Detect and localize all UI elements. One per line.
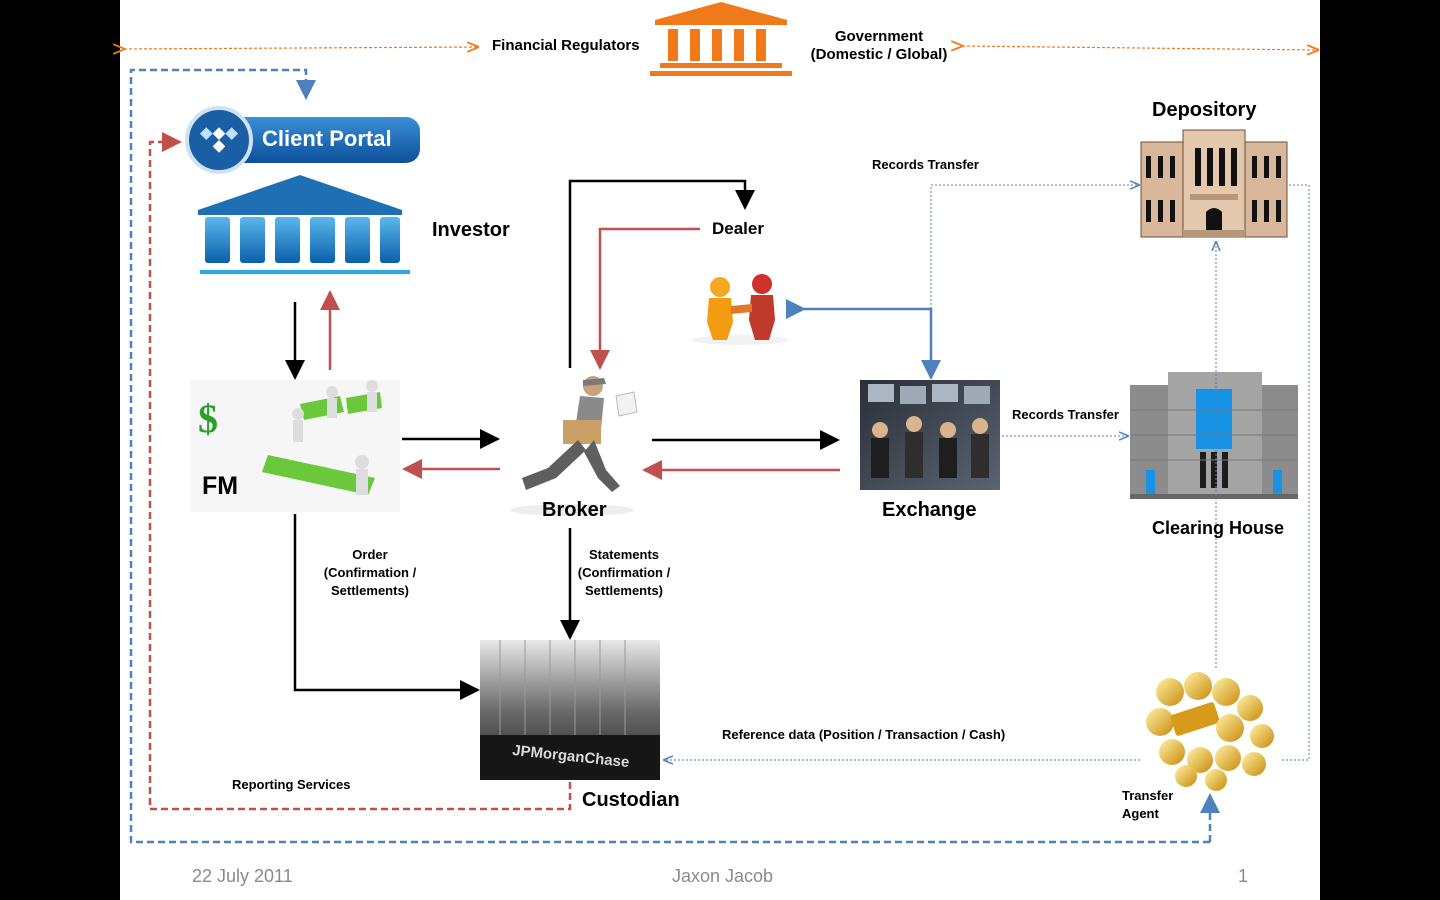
exchange-label: Exchange [882, 499, 977, 521]
footer-date: 22 July 2011 [192, 866, 293, 886]
svg-text:$: $ [198, 396, 218, 441]
statements-line-1: Statements [588, 547, 660, 562]
broker-label: Broker [542, 499, 607, 521]
transfer-agent-line-1: Transfer [1122, 788, 1174, 803]
transfer-agent-label: Transfer Agent [1122, 787, 1173, 823]
records-transfer-top-label: Records Transfer [872, 157, 979, 172]
government-line-2: (Domestic / Global) [810, 46, 948, 63]
statements-edge-label: Statements (Confirmation / Settlements) [564, 546, 684, 600]
exchange-trading-floor-image [860, 380, 1000, 490]
broker-courier-image [510, 376, 638, 516]
financial-regulators-label: Financial Regulators [492, 37, 640, 54]
government-building-icon [650, 2, 792, 76]
fm-label: FM [202, 472, 239, 500]
custodian-label: Custodian [582, 789, 680, 811]
line-depository-to-agent [1282, 184, 1310, 761]
client-portal-label[interactable]: Client Portal [262, 126, 392, 151]
checker-logo-icon [199, 127, 239, 153]
government-label: Government (Domestic / Global) [808, 28, 950, 64]
custodian-tower-image [480, 640, 660, 780]
depository-building-icon [1140, 129, 1288, 238]
order-line-1: Order [352, 547, 388, 562]
regulator-arrow-left [124, 47, 478, 49]
client-portal-badge[interactable] [185, 106, 420, 174]
fm-puzzle-team-image: $ [190, 380, 400, 512]
order-edge-label: Order (Confirmation / Settlements) [310, 546, 430, 600]
dealer-label: Dealer [712, 219, 764, 238]
order-line-2: (Confirmation / [323, 565, 417, 580]
transfer-agent-line-2: Agent [1122, 806, 1159, 821]
investor-building-icon [198, 175, 410, 274]
government-line-1: Government [834, 28, 924, 45]
arrow-exchange-dealer [786, 299, 941, 380]
footer-author: Jaxon Jacob [672, 866, 774, 886]
investor-label: Investor [432, 219, 510, 241]
depository-label: Depository [1152, 99, 1257, 121]
statements-line-3: Settlements) [584, 583, 664, 598]
reporting-services-label: Reporting Services [232, 777, 351, 792]
records-transfer-mid-label: Records Transfer [1012, 407, 1119, 422]
dealer-handshake-icon [692, 274, 788, 345]
reference-data-label: Reference data (Position / Transaction /… [722, 727, 1006, 742]
statements-line-2: (Confirmation / [577, 565, 671, 580]
arrow-records-to-depository [930, 185, 1139, 309]
order-line-3: Settlements) [330, 583, 410, 598]
arrow-reporting-services [148, 132, 572, 811]
arrow-broker-to-dealer [568, 179, 755, 368]
arrow-fm-to-custodian [293, 514, 480, 700]
arrow-dealer-to-broker [590, 227, 700, 370]
line-portal-outer-loop [129, 68, 1210, 844]
transfer-agent-gold-coins-image [1146, 672, 1274, 791]
regulator-arrow-right [962, 46, 1318, 50]
clearing-house-label: Clearing House [1152, 518, 1285, 538]
clearing-house-building-icon [1130, 372, 1298, 499]
footer-page-number: 1 [1238, 866, 1249, 886]
